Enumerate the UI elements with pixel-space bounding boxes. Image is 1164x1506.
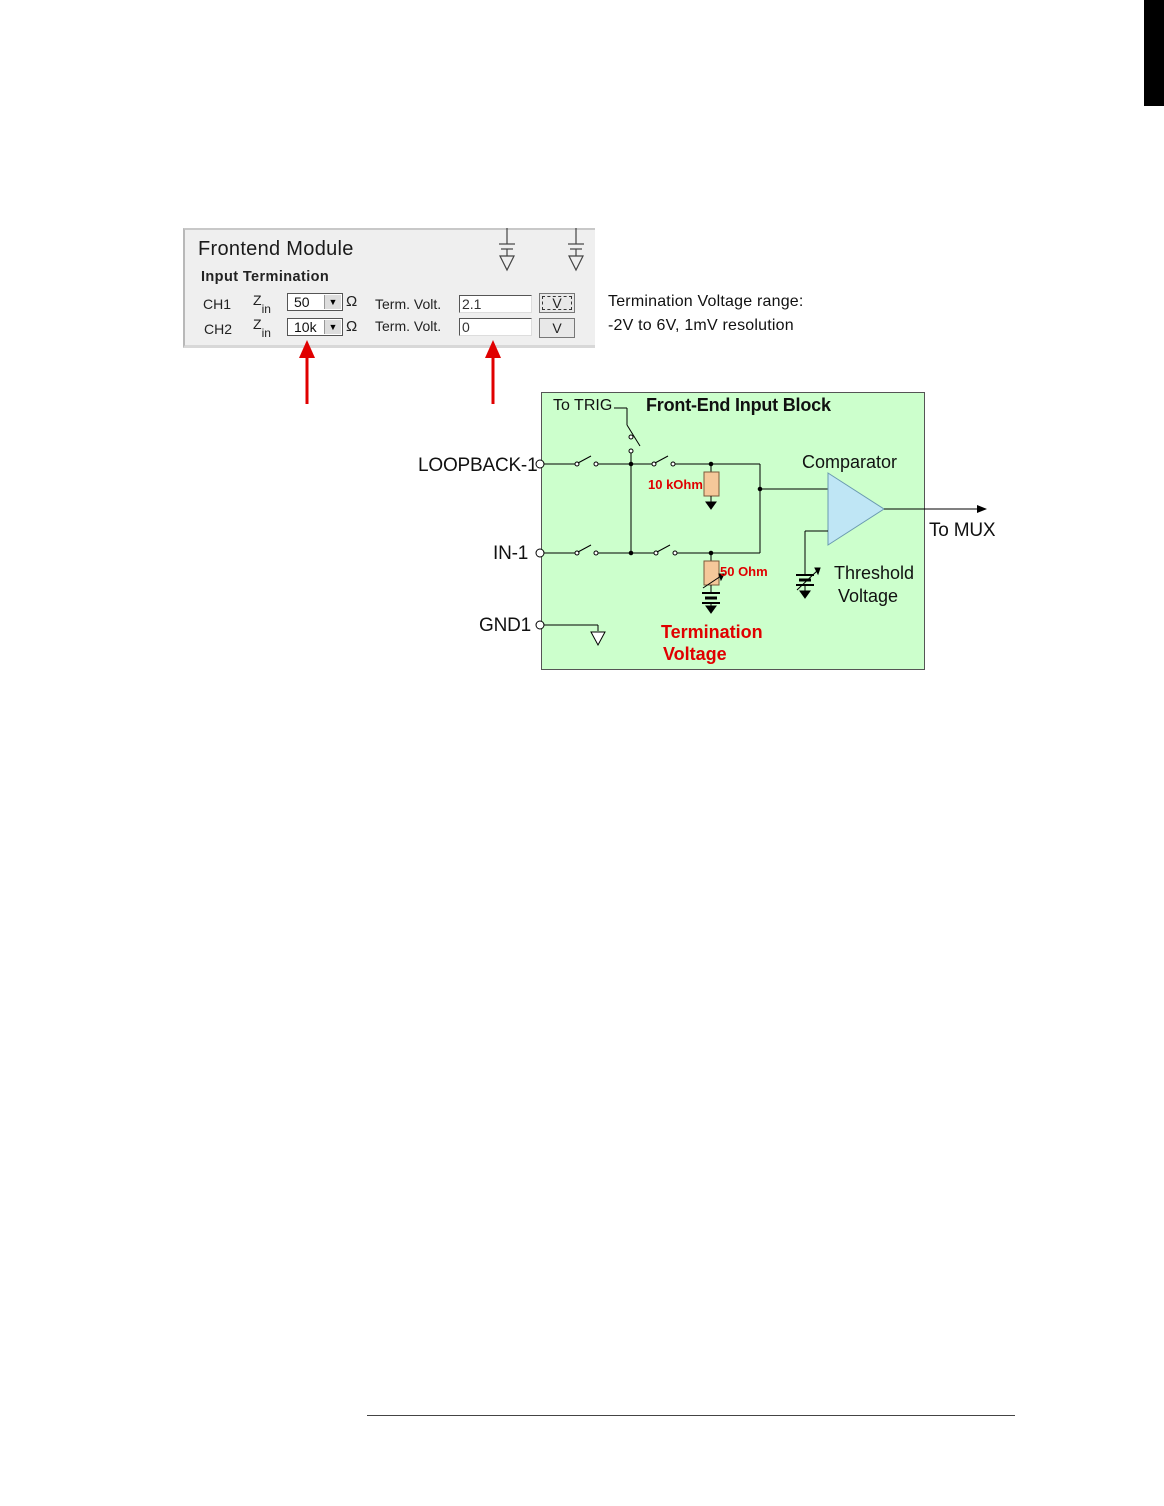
input-pin-label: IN-1 bbox=[493, 543, 528, 565]
to-mux-label: To MUX bbox=[929, 520, 995, 542]
threshold-label-line1: Threshold bbox=[834, 563, 914, 584]
red-arrow-term-volt bbox=[485, 340, 501, 404]
loopback-pin-label: LOOPBACK-1 bbox=[418, 455, 537, 477]
comparator-label: Comparator bbox=[802, 452, 897, 473]
resistor-10k-label: 10 kOhm bbox=[648, 477, 703, 492]
threshold-label-line2: Voltage bbox=[838, 586, 898, 607]
to-trig-label: To TRIG bbox=[553, 397, 612, 415]
resistor-50-label: 50 Ohm bbox=[720, 564, 768, 579]
ground-icon bbox=[499, 228, 515, 270]
ground-icon bbox=[568, 228, 584, 270]
red-arrow-impedance bbox=[299, 340, 315, 404]
termination-voltage-label-line2: Voltage bbox=[663, 644, 727, 665]
ground-pin-label: GND1 bbox=[479, 615, 531, 637]
footer-divider bbox=[367, 1415, 1015, 1416]
termination-voltage-label-line1: Termination bbox=[661, 622, 763, 643]
block-title: Front-End Input Block bbox=[646, 395, 831, 416]
